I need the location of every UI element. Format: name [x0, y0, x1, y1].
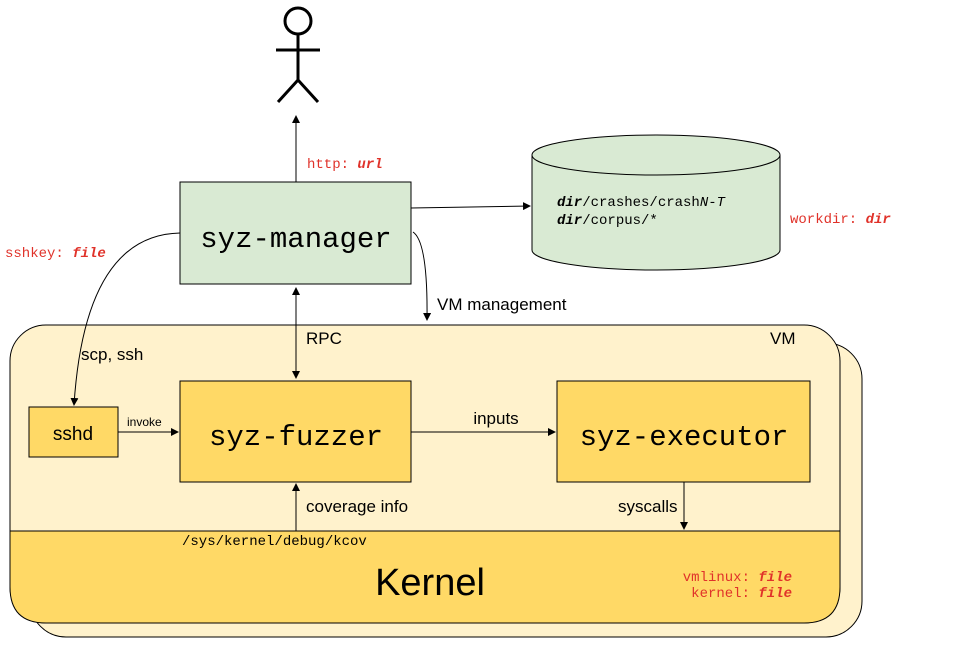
rpc-label: RPC	[306, 329, 342, 348]
workdir-line-corpus: dir/corpus/*	[557, 213, 658, 229]
http-label: http: url	[307, 157, 383, 173]
scp-ssh-label: scp, ssh	[81, 345, 143, 364]
kernel-file-label: kernel: file	[691, 586, 792, 602]
vm-management-label: VM management	[437, 295, 567, 314]
syz-manager-label: syz-manager	[200, 223, 391, 256]
kernel-band	[9, 530, 841, 624]
workdir-line-crashes: dir/crashes/crashN-T	[557, 195, 726, 211]
sshd-box[interactable]	[28, 406, 119, 458]
invoke-label: invoke	[127, 415, 162, 429]
manager-to-workdir-arrow	[410, 202, 531, 211]
syz-fuzzer-box[interactable]	[179, 380, 412, 483]
syz-executor-label: syz-executor	[580, 421, 789, 454]
kcov-path-label: /sys/kernel/debug/kcov	[182, 534, 367, 550]
syscalls-label: syscalls	[618, 497, 678, 516]
sshkey-label: sshkey: file	[5, 246, 106, 262]
kernel-label: Kernel	[375, 562, 485, 604]
syz-manager-box[interactable]	[179, 181, 412, 285]
inputs-label: inputs	[473, 409, 518, 428]
database-cylinder-icon	[531, 134, 781, 271]
stick-figure-user-icon	[276, 6, 320, 104]
sshd-label: sshd	[53, 424, 93, 445]
syz-fuzzer-label: syz-fuzzer	[209, 421, 383, 454]
vm-label: VM	[770, 329, 796, 348]
syz-executor-box[interactable]	[556, 380, 811, 483]
workdir-label: workdir: dir	[790, 212, 891, 228]
vmlinux-file-label: vmlinux: file	[683, 570, 792, 586]
scp-ssh-arrow	[70, 232, 181, 406]
vm-management-arrow	[412, 231, 432, 321]
coverage-info-label: coverage info	[306, 497, 408, 516]
